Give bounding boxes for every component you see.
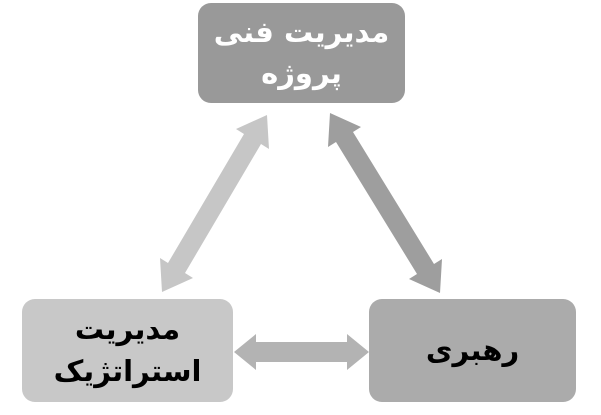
node-leadership: رهبری [369, 299, 576, 402]
node-label-line: استراتژیک [53, 353, 202, 388]
node-label-line: پروژه [261, 56, 342, 90]
node-label-line: مدیریت فنی [213, 14, 390, 49]
double-arrow-technical-strategic-icon [160, 115, 269, 292]
node-label-line: رهبری [425, 332, 520, 367]
node-strategic-management: مدیریت استراتژیک [22, 299, 233, 402]
node-label-line: مدیریت [74, 312, 181, 347]
double-arrow-strategic-leadership-icon [234, 334, 369, 370]
double-arrow-technical-leadership-icon [328, 113, 442, 293]
node-technical-project-management: مدیریت فنی پروژه [198, 3, 405, 103]
